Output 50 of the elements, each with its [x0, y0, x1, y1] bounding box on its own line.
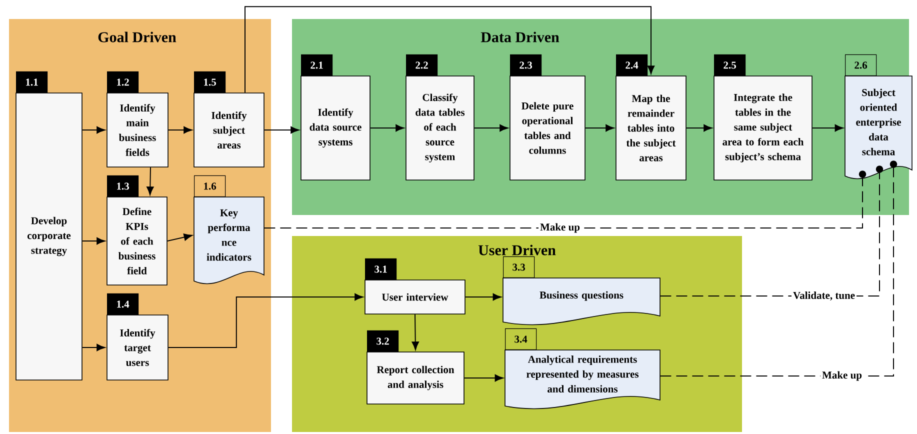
process-box: Develop corporate strategy: [16, 92, 82, 380]
arrow: [686, 124, 712, 132]
step-tab: 2.2: [406, 54, 438, 76]
process-box: User interview: [364, 280, 466, 314]
step-tab: 3.4: [505, 328, 537, 350]
process-box: Identify main business fields: [106, 92, 168, 168]
arrow: [412, 314, 419, 350]
arrow: [264, 170, 866, 228]
step-tab: 1.5: [194, 71, 226, 93]
edge-label: Make up: [820, 370, 864, 382]
step-tab: 1.3: [107, 175, 139, 197]
arrow: [168, 293, 364, 348]
arrow: [660, 160, 898, 376]
process-box: Map the remainder tables into the subject areas: [616, 76, 686, 180]
step-tab: 1.6: [194, 175, 226, 197]
arrow: [474, 124, 508, 132]
arrow: [370, 124, 404, 132]
process-box: Classify data tables of each source system: [406, 76, 474, 180]
step-tab: 1.4: [107, 293, 139, 315]
step-tab: 3.3: [503, 256, 535, 278]
process-box: Integrate the tables in the same subject area to form each subject’s schema: [714, 76, 812, 180]
edge-label: Validate, tune: [792, 290, 857, 302]
process-box: Define KPIs of each business field: [106, 196, 168, 286]
arrow: [584, 124, 614, 132]
step-tab: 2.1: [301, 54, 333, 76]
process-box: Identify target users: [106, 314, 168, 380]
arrow: [464, 374, 504, 382]
step-tab: 3.1: [365, 258, 397, 280]
process-box: Delete pure operational tables and columns: [510, 76, 586, 180]
arrow: [812, 124, 844, 132]
arrow: [166, 234, 192, 242]
edge-label: Make up: [538, 222, 582, 234]
arrow: [168, 126, 192, 134]
step-tab: 2.5: [714, 54, 746, 76]
step-tab: 2.6: [845, 54, 877, 76]
process-box: Identify data source systems: [300, 76, 370, 180]
arrow: [82, 237, 106, 245]
arrow: [82, 126, 106, 134]
process-box: Identify subject areas: [194, 92, 264, 168]
arrow: [146, 166, 154, 196]
arrow: [464, 293, 502, 301]
step-tab: 3.2: [367, 330, 399, 352]
process-box: Report collection and analysis: [366, 352, 464, 404]
arrow: [82, 344, 106, 352]
step-tab: 1.1: [16, 71, 48, 93]
step-tab: 1.2: [107, 71, 139, 93]
step-tab: 2.3: [510, 54, 542, 76]
step-tab: 2.4: [616, 54, 648, 76]
arrow: [264, 126, 300, 134]
arrow: [244, 6, 655, 94]
